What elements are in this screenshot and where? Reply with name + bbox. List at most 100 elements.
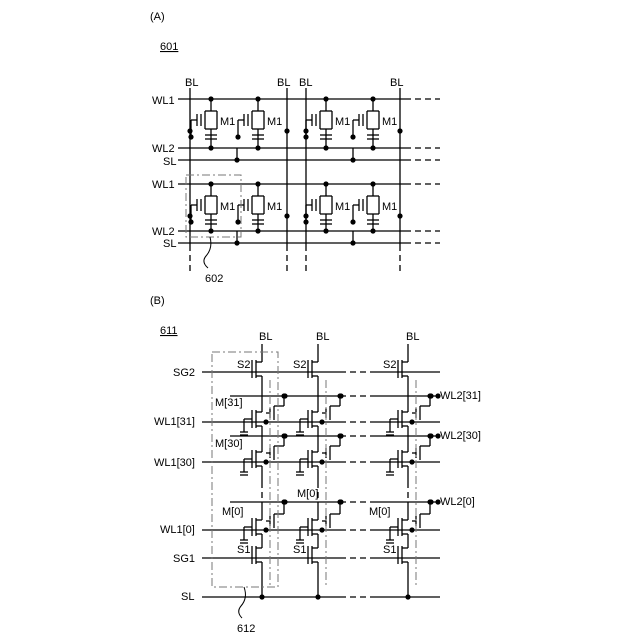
s2-label-2: S2 <box>293 359 306 371</box>
junction-dot <box>370 228 375 233</box>
bl-label-a2: BL <box>277 77 290 89</box>
junction-dot <box>234 240 239 245</box>
s2-label-1: S2 <box>237 359 250 371</box>
junction-dot <box>409 419 414 424</box>
junction-dot <box>409 527 414 532</box>
bl-label-b3: BL <box>406 331 419 343</box>
wl2-label-top: WL2 <box>152 143 175 155</box>
junction-dot <box>208 145 213 150</box>
junction-dot <box>255 228 260 233</box>
cell-label-m1: M1 <box>335 201 350 213</box>
cell-label-m0-col2: M[0] <box>297 488 318 500</box>
panel-a-array: M1M1M1M1M1M1M1M1 <box>178 88 440 272</box>
junction-dot <box>303 128 308 133</box>
sl-label-top: SL <box>163 156 176 168</box>
junction-dot <box>282 393 287 398</box>
junction-dot <box>323 228 328 233</box>
sl-label-bottom: SL <box>163 238 176 250</box>
junction-dot <box>259 594 264 599</box>
bl-label-b1: BL <box>259 331 272 343</box>
wl1-30-label: WL1[30] <box>154 457 195 469</box>
cell-label-m1: M1 <box>220 116 235 128</box>
cell-label-m0-col1: M[0] <box>222 506 243 518</box>
wl1-label-top: WL1 <box>152 95 175 107</box>
junction-dot <box>405 594 410 599</box>
s2-label-3: S2 <box>383 359 396 371</box>
junction-dot <box>338 433 343 438</box>
junction-dot <box>435 393 440 398</box>
junction-dot <box>435 433 440 438</box>
junction-dot <box>350 134 355 139</box>
cell-label-m30: M[30] <box>215 438 243 450</box>
sg1-label: SG1 <box>173 553 195 565</box>
wl1-label-bottom: WL1 <box>152 179 175 191</box>
junction-dot <box>350 219 355 224</box>
junction-dot <box>319 459 324 464</box>
wl1-0-label: WL1[0] <box>160 524 195 536</box>
junction-dot <box>319 419 324 424</box>
junction-dot <box>303 219 308 224</box>
cell-label-m1: M1 <box>335 116 350 128</box>
cell-label-m1: M1 <box>220 201 235 213</box>
junction-dot <box>315 594 320 599</box>
junction-dot <box>235 134 240 139</box>
s1-label-3: S1 <box>383 544 396 556</box>
junction-dot <box>208 228 213 233</box>
junction-dot <box>350 157 355 162</box>
junction-dot <box>338 393 343 398</box>
junction-dot <box>428 499 433 504</box>
junction-dot <box>188 134 193 139</box>
panel-b-array <box>202 344 441 600</box>
bl-label-a3: BL <box>299 77 312 89</box>
panel-a-ref: 601 <box>160 41 178 53</box>
junction-dot <box>319 527 324 532</box>
wl2-31-label: WL2[31] <box>440 390 481 402</box>
panel-b-label: (B) <box>150 295 165 307</box>
outline-612-leader <box>239 587 246 618</box>
cell-label-m1: M1 <box>267 201 282 213</box>
outline-612-label: 612 <box>237 623 255 635</box>
junction-dot <box>370 145 375 150</box>
cell-label-m1: M1 <box>267 116 282 128</box>
junction-dot <box>338 499 343 504</box>
sg2-label: SG2 <box>173 367 195 379</box>
cell-label-m0-col3: M[0] <box>369 506 390 518</box>
sl-label-b: SL <box>181 591 194 603</box>
junction-dot <box>428 433 433 438</box>
s1-label-1: S1 <box>237 544 250 556</box>
wl2-0-label: WL2[0] <box>440 496 475 508</box>
junction-dot <box>350 240 355 245</box>
bl-label-b2: BL <box>316 331 329 343</box>
junction-dot <box>284 213 289 218</box>
cell-label-m1: M1 <box>382 116 397 128</box>
junction-dot <box>323 145 328 150</box>
junction-dot <box>187 128 192 133</box>
junction-dot <box>235 219 240 224</box>
junction-dot <box>397 213 402 218</box>
junction-dot <box>263 527 268 532</box>
panel-a-label: (A) <box>150 11 165 23</box>
panel-b-ref: 611 <box>160 325 178 337</box>
junction-dot <box>263 459 268 464</box>
junction-dot <box>255 145 260 150</box>
wl2-label-bottom: WL2 <box>152 226 175 238</box>
junction-dot <box>303 213 308 218</box>
junction-dot <box>397 128 402 133</box>
junction-dot <box>188 219 193 224</box>
s1-label-2: S1 <box>293 544 306 556</box>
junction-dot <box>282 433 287 438</box>
junction-dot <box>435 499 440 504</box>
junction-dot <box>409 459 414 464</box>
wl1-31-label: WL1[31] <box>154 416 195 428</box>
junction-dot <box>303 134 308 139</box>
outline-602-label: 602 <box>205 273 223 285</box>
cell-label-m1: M1 <box>382 201 397 213</box>
wl2-30-label: WL2[30] <box>440 430 481 442</box>
bl-label-a1: BL <box>185 77 198 89</box>
junction-dot <box>234 157 239 162</box>
junction-dot <box>282 499 287 504</box>
cell-label-m31: M[31] <box>215 397 243 409</box>
junction-dot <box>428 393 433 398</box>
